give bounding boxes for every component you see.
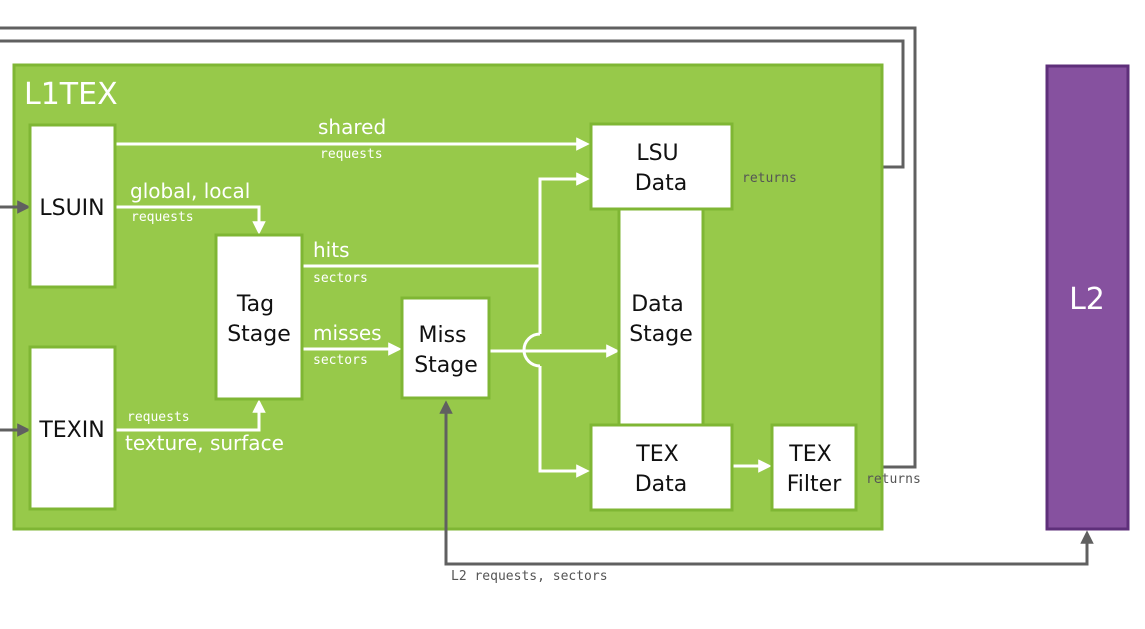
lsu-data-box — [589, 122, 734, 211]
data-stage-label-2: Stage — [629, 322, 693, 347]
shared-sub: requests — [320, 147, 383, 162]
tex-returns-sub: returns — [866, 472, 921, 487]
tex-filter-label-1: TEX — [788, 442, 831, 467]
hits-sub: sectors — [313, 271, 368, 286]
texin-box — [28, 345, 117, 511]
internal-arrows — [115, 137, 772, 478]
tag-stage-label-2: Stage — [227, 322, 291, 347]
misses-label: misses — [313, 321, 382, 345]
tex-filter-label-2: Filter — [787, 472, 842, 497]
blocks — [28, 122, 858, 512]
tag-stage-box — [214, 233, 304, 401]
miss-stage-box — [400, 296, 491, 400]
texture-surface-label: texture, surface — [125, 431, 284, 455]
miss-stage-label: Miss Stage — [414, 323, 478, 378]
lsu-data-label-1: LSU — [636, 141, 678, 166]
data-stage-label-1: Data — [631, 292, 684, 317]
lsuin-box — [28, 123, 117, 289]
data-stage-box — [617, 206, 705, 428]
l1tex-title: L1TEX — [24, 77, 118, 112]
misses-sub: sectors — [313, 353, 368, 368]
tex-filter-label: TEX Filter — [787, 442, 842, 497]
l2-title: L2 — [1069, 282, 1105, 317]
texture-surface-sub: requests — [127, 410, 190, 425]
external-inputs — [0, 200, 1094, 566]
tag-stage-label-1: Tag — [236, 292, 274, 317]
tex-data-label: TEX Data — [635, 442, 688, 497]
hits-label: hits — [313, 238, 350, 262]
tex-data-label-1: TEX — [635, 442, 678, 467]
l2-requests-sub: L2 requests, sectors — [451, 569, 608, 584]
lsu-data-label: LSU Data — [635, 141, 688, 196]
global-local-label: global, local — [130, 179, 250, 203]
tex-data-label-2: Data — [635, 472, 688, 497]
tag-stage-label: Tag Stage — [227, 292, 291, 347]
lsu-data-label-2: Data — [635, 171, 688, 196]
global-local-sub: requests — [131, 210, 194, 225]
l2-request-line — [439, 400, 1094, 566]
texture-surface-arrow — [115, 399, 266, 432]
lsuin-label: LSUIN — [39, 196, 104, 221]
miss-stage-label-2: Stage — [414, 353, 478, 378]
shared-label: shared — [318, 115, 386, 139]
data-stage-label: Data Stage — [629, 292, 693, 347]
tex-data-box — [589, 423, 734, 512]
lsu-returns-sub: returns — [742, 171, 797, 186]
to-tex-data-arrow — [538, 366, 590, 478]
texin-label: TEXIN — [38, 418, 104, 443]
global-local-arrow — [115, 205, 266, 235]
tex-filter-box — [770, 423, 858, 512]
miss-stage-label-1: Miss — [418, 323, 466, 348]
